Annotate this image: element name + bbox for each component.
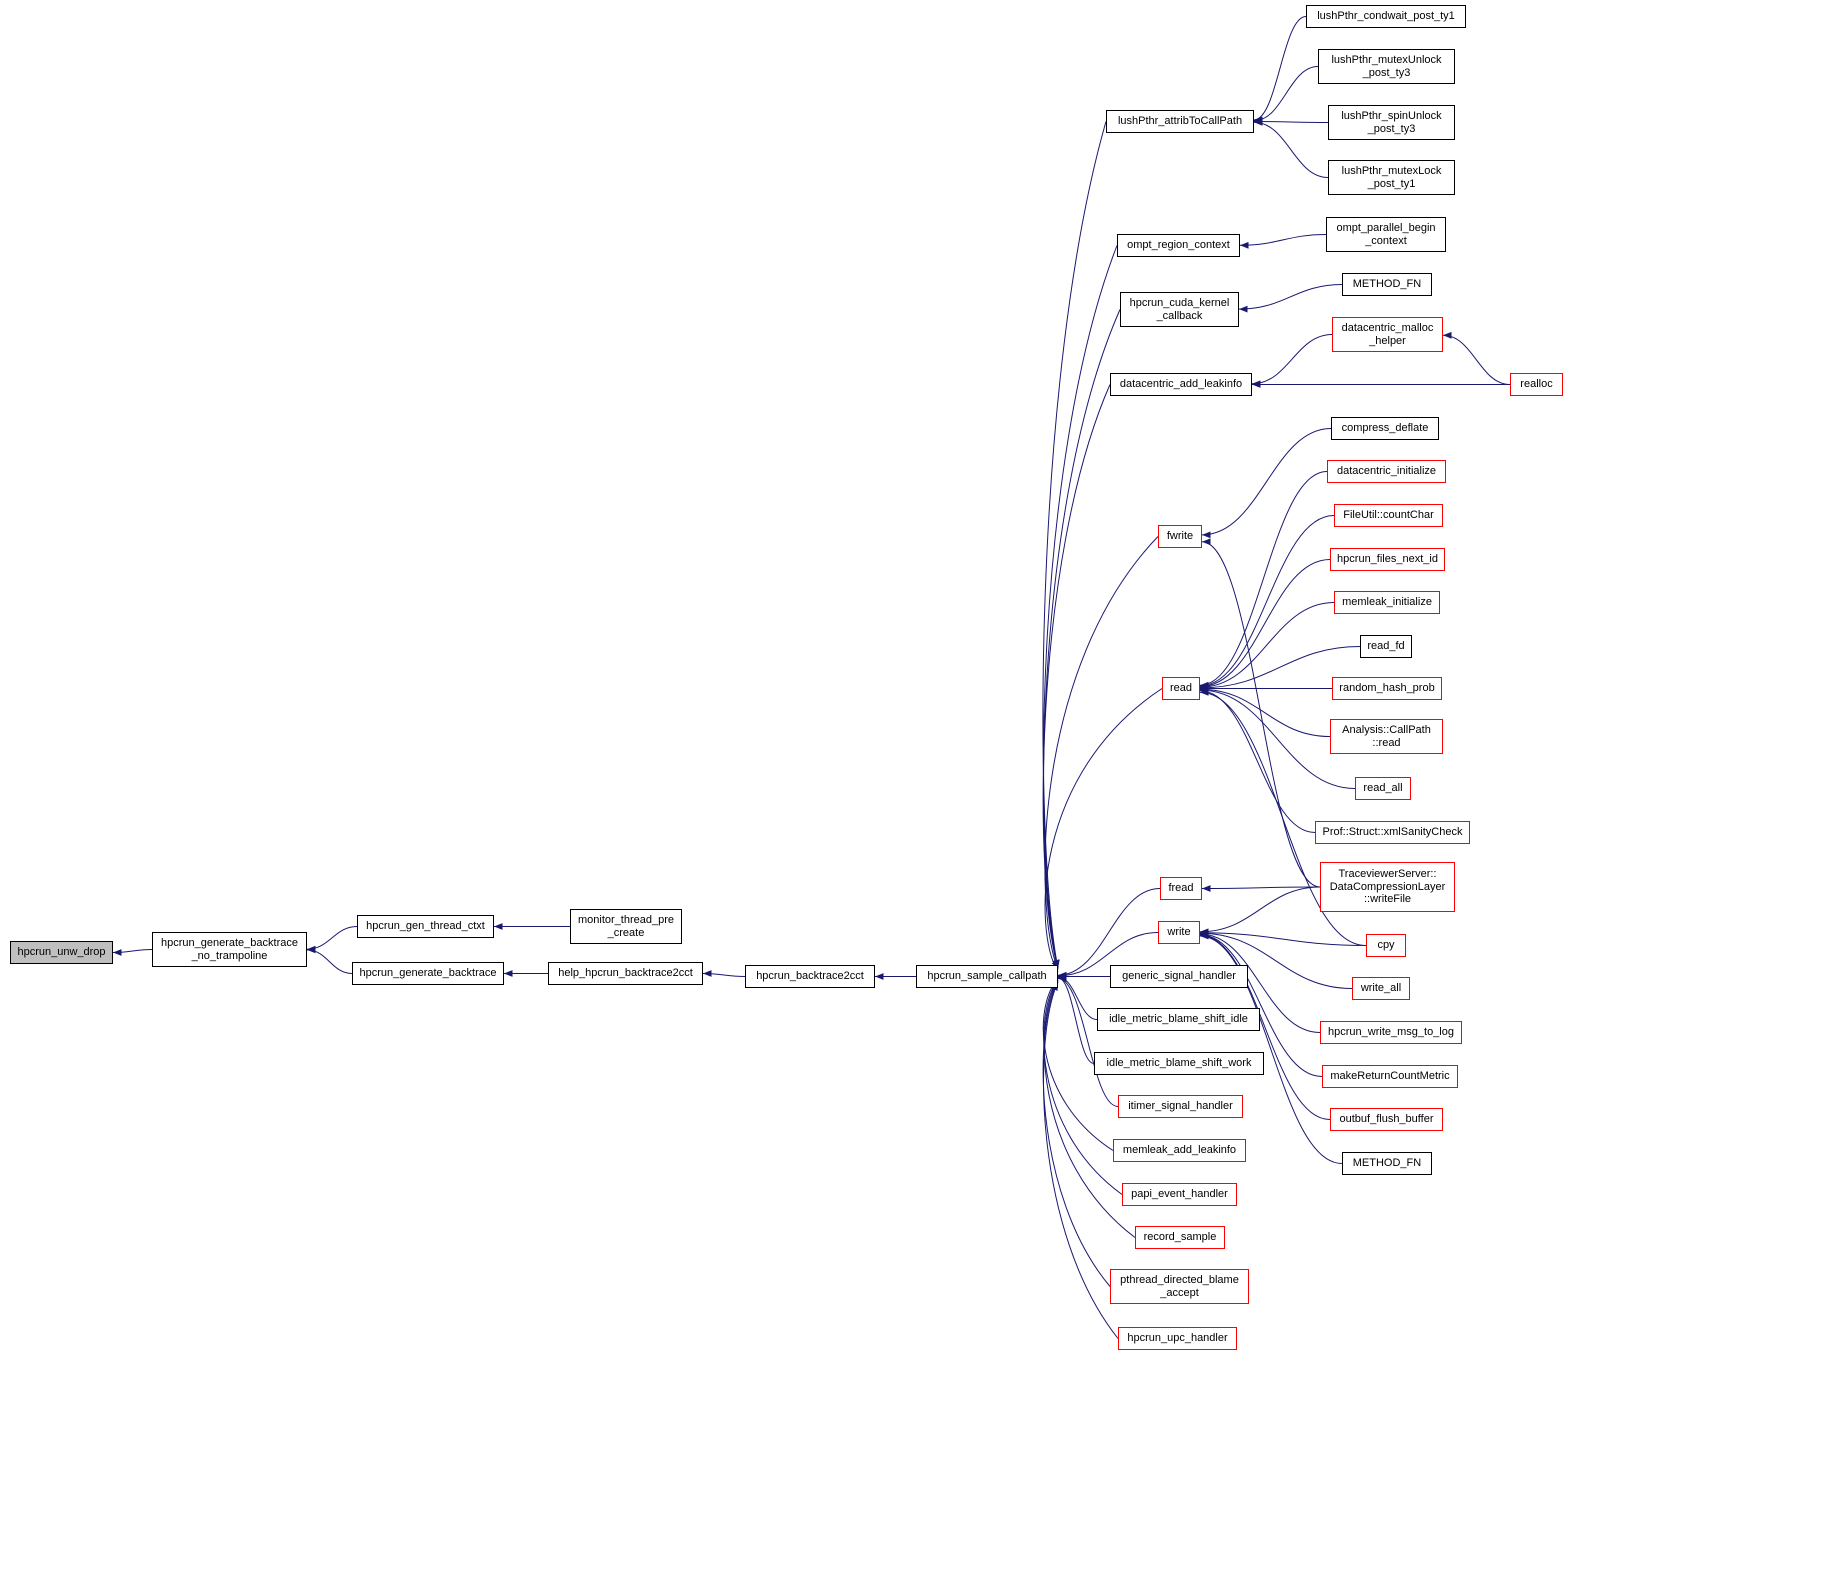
- call-edge-papi_handler-to-sample_callpath: [1043, 979, 1123, 1195]
- call-edge-method_fn_top-to-cuda_kernel: [1238, 284, 1343, 313]
- call-edge-read_fd-to-read: [1199, 646, 1361, 692]
- graph-node-dc_initialize[interactable]: datacentric_initialize: [1327, 460, 1446, 483]
- call-edge-lush_attrib-to-sample_callpath: [1042, 121, 1107, 969]
- call-edge-idle_shift_idle-to-sample_callpath: [1057, 973, 1098, 1020]
- call-edge-itimer_handler-to-sample_callpath: [1057, 975, 1119, 1107]
- graph-node-monitor_pre_create[interactable]: monitor_thread_pre _create: [570, 909, 682, 944]
- call-edge-lush_mutexlock-to-lush_attrib: [1253, 118, 1329, 178]
- graph-node-lush_mutexunlock[interactable]: lushPthr_mutexUnlock _post_ty3: [1318, 49, 1455, 84]
- call-edge-idle_shift_work-to-sample_callpath: [1057, 974, 1095, 1064]
- call-edge-files_next_id-to-read: [1199, 559, 1331, 690]
- graph-node-pthread_blame[interactable]: pthread_directed_blame _accept: [1110, 1269, 1249, 1304]
- call-edge-countchar-to-read: [1199, 515, 1335, 690]
- graph-node-memleak_init[interactable]: memleak_initialize: [1334, 591, 1440, 614]
- graph-node-idle_shift_idle[interactable]: idle_metric_blame_shift_idle: [1097, 1008, 1260, 1031]
- call-edge-realloc-to-dc_malloc_helper: [1442, 331, 1511, 385]
- call-edge-bt2cct-to-help_bt2cct: [702, 970, 746, 977]
- call-edge-read_all-to-read: [1199, 686, 1356, 789]
- graph-node-make_return_metric[interactable]: makeReturnCountMetric: [1322, 1065, 1458, 1088]
- graph-node-write_msg_log[interactable]: hpcrun_write_msg_to_log: [1320, 1021, 1462, 1044]
- call-edge-pthread_blame-to-sample_callpath: [1042, 980, 1111, 1287]
- graph-node-memleak_add[interactable]: memleak_add_leakinfo: [1113, 1139, 1246, 1162]
- call-edge-lush_spinunlock-to-lush_attrib: [1253, 118, 1329, 125]
- call-edge-upc_handler-to-sample_callpath: [1043, 981, 1119, 1339]
- graph-node-random_hash[interactable]: random_hash_prob: [1332, 677, 1442, 700]
- graph-node-upc_handler[interactable]: hpcrun_upc_handler: [1118, 1327, 1237, 1350]
- graph-node-itimer_handler[interactable]: itimer_signal_handler: [1118, 1095, 1243, 1118]
- call-edge-gen_thread_ctxt-to-gen_bt_no_tramp: [306, 926, 358, 953]
- call-edge-gen_bt_no_tramp-to-unw_drop: [112, 949, 153, 956]
- call-edge-gen_backtrace-to-gen_bt_no_tramp: [306, 946, 353, 974]
- graph-node-lush_mutexlock[interactable]: lushPthr_mutexLock _post_ty1: [1328, 160, 1455, 195]
- call-edge-write_all-to-write: [1199, 929, 1353, 989]
- graph-node-write[interactable]: write: [1158, 921, 1200, 944]
- graph-node-method_fn_bottom[interactable]: METHOD_FN: [1342, 1152, 1432, 1175]
- call-edge-make_return_metric-to-write: [1199, 931, 1323, 1077]
- graph-node-tv_writefile[interactable]: TraceviewerServer:: DataCompressionLayer…: [1320, 862, 1455, 912]
- graph-node-outbuf_flush[interactable]: outbuf_flush_buffer: [1330, 1108, 1443, 1131]
- graph-node-write_all[interactable]: write_all: [1352, 977, 1410, 1000]
- graph-node-gen_bt_no_tramp[interactable]: hpcrun_generate_backtrace _no_trampoline: [152, 932, 307, 967]
- graph-node-xml_sanity[interactable]: Prof::Struct::xmlSanityCheck: [1315, 821, 1470, 844]
- call-edge-fread-to-sample_callpath: [1057, 888, 1161, 979]
- call-edge-xml_sanity-to-read: [1199, 687, 1316, 833]
- graph-node-idle_shift_work[interactable]: idle_metric_blame_shift_work: [1094, 1052, 1264, 1075]
- graph-node-lush_condwait[interactable]: lushPthr_condwait_post_ty1: [1306, 5, 1466, 28]
- call-edge-cuda_kernel-to-sample_callpath: [1043, 309, 1121, 969]
- call-edge-ompt_region-to-sample_callpath: [1042, 245, 1118, 969]
- graph-node-gen_backtrace[interactable]: hpcrun_generate_backtrace: [352, 962, 504, 985]
- graph-node-lush_spinunlock[interactable]: lushPthr_spinUnlock _post_ty3: [1328, 105, 1455, 140]
- call-edge-method_fn_bottom-to-write: [1199, 932, 1343, 1164]
- call-edge-read-to-sample_callpath: [1044, 688, 1163, 973]
- graph-node-papi_handler[interactable]: papi_event_handler: [1122, 1183, 1237, 1206]
- call-edge-cpy-to-write: [1199, 929, 1367, 946]
- graph-node-sample_callpath[interactable]: hpcrun_sample_callpath: [916, 965, 1058, 988]
- call-edge-memleak_add-to-sample_callpath: [1042, 978, 1114, 1151]
- call-edge-cpy-to-read: [1199, 689, 1367, 946]
- graph-node-fwrite[interactable]: fwrite: [1158, 525, 1202, 548]
- graph-node-ompt_region[interactable]: ompt_region_context: [1117, 234, 1240, 257]
- graph-node-record_sample[interactable]: record_sample: [1135, 1226, 1225, 1249]
- call-edge-ompt_parallel_begin-to-ompt_region: [1239, 234, 1327, 249]
- call-edge-outbuf_flush-to-write: [1199, 931, 1331, 1120]
- call-edge-write_msg_log-to-write: [1199, 930, 1321, 1033]
- graph-node-help_bt2cct[interactable]: help_hpcrun_backtrace2cct: [548, 962, 703, 985]
- call-edge-dc_add_leakinfo-to-sample_callpath: [1042, 384, 1111, 969]
- call-edge-dc_malloc_helper-to-dc_add_leakinfo: [1251, 334, 1333, 388]
- graph-node-read[interactable]: read: [1162, 677, 1200, 700]
- call-edge-dc_initialize-to-read: [1199, 471, 1328, 689]
- call-edge-tv_writefile-to-fread: [1201, 885, 1321, 892]
- call-edge-tv_writefile-to-fwrite: [1201, 538, 1321, 888]
- graph-node-countchar[interactable]: FileUtil::countChar: [1334, 504, 1443, 527]
- graph-node-cuda_kernel[interactable]: hpcrun_cuda_kernel _callback: [1120, 292, 1239, 327]
- call-edge-record_sample-to-sample_callpath: [1043, 980, 1136, 1238]
- graph-node-method_fn_top[interactable]: METHOD_FN: [1342, 273, 1432, 296]
- graph-node-realloc[interactable]: realloc: [1510, 373, 1563, 396]
- graph-node-lush_attrib[interactable]: lushPthr_attribToCallPath: [1106, 110, 1254, 133]
- graph-node-fread[interactable]: fread: [1160, 877, 1202, 900]
- call-edge-lush_condwait-to-lush_attrib: [1253, 16, 1307, 124]
- call-edge-fwrite-to-sample_callpath: [1044, 536, 1159, 971]
- call-edge-memleak_init-to-read: [1199, 602, 1335, 691]
- graph-node-analysis_read[interactable]: Analysis::CallPath ::read: [1330, 719, 1443, 754]
- call-edge-tv_writefile-to-write: [1199, 886, 1321, 936]
- graph-node-compress_deflate[interactable]: compress_deflate: [1331, 417, 1439, 440]
- graph-node-bt2cct[interactable]: hpcrun_backtrace2cct: [745, 965, 875, 988]
- graph-node-dc_malloc_helper[interactable]: datacentric_malloc _helper: [1332, 317, 1443, 352]
- call-edge-write-to-sample_callpath: [1057, 932, 1159, 980]
- graph-node-unw_drop[interactable]: hpcrun_unw_drop: [10, 941, 113, 964]
- graph-node-read_all[interactable]: read_all: [1355, 777, 1411, 800]
- graph-node-read_fd[interactable]: read_fd: [1360, 635, 1412, 658]
- graph-node-dc_add_leakinfo[interactable]: datacentric_add_leakinfo: [1110, 373, 1252, 396]
- graph-node-generic_signal[interactable]: generic_signal_handler: [1110, 965, 1248, 988]
- graph-node-gen_thread_ctxt[interactable]: hpcrun_gen_thread_ctxt: [357, 915, 494, 938]
- graph-node-cpy[interactable]: cpy: [1366, 934, 1406, 957]
- graph-node-files_next_id[interactable]: hpcrun_files_next_id: [1330, 548, 1445, 571]
- call-edge-analysis_read-to-read: [1199, 685, 1331, 737]
- graph-node-ompt_parallel_begin[interactable]: ompt_parallel_begin _context: [1326, 217, 1446, 252]
- call-edge-compress_deflate-to-fwrite: [1201, 428, 1332, 539]
